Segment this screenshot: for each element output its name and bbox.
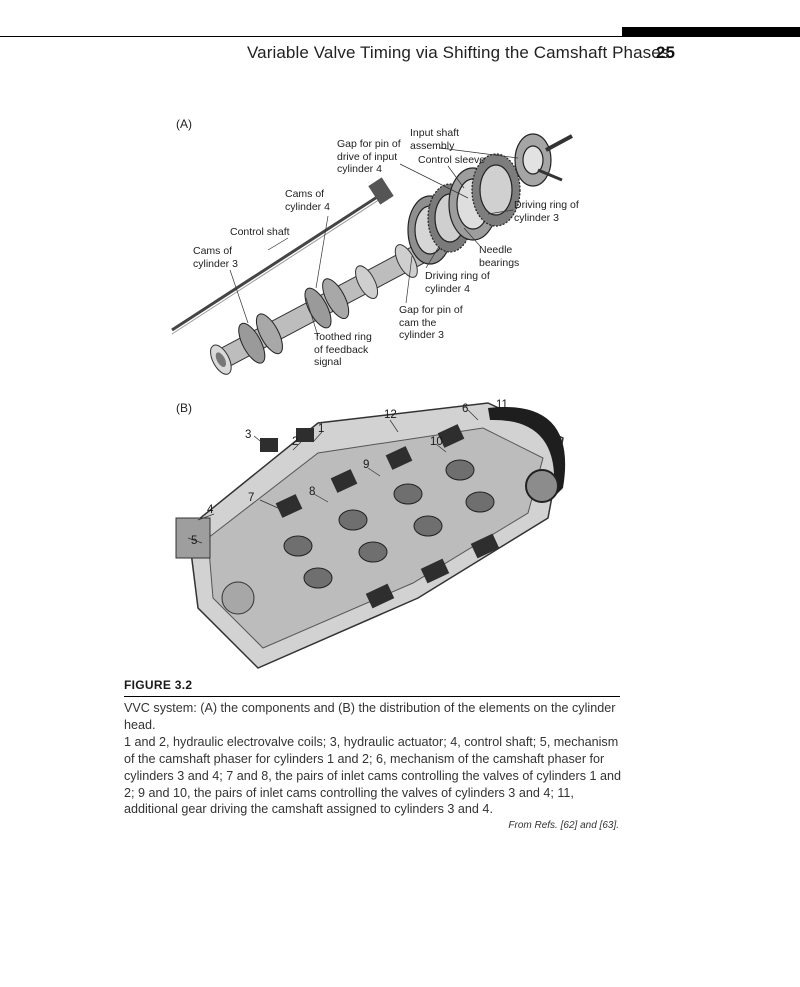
- camshaft-illustration: [171, 133, 573, 375]
- figure-b-cylinder-head: (B) 1 2 3 4 5 6 7 8 9 10 11 12: [168, 398, 588, 673]
- label-toothed-ring-feedback: Toothed ring of feedback signal: [314, 331, 372, 368]
- callout-5: 5: [191, 535, 198, 547]
- callout-8: 8: [309, 486, 316, 498]
- label-cams-cylinder-4: Cams of cylinder 4: [285, 188, 330, 213]
- figure-caption: VVC system: (A) the components and (B) t…: [124, 700, 624, 818]
- callout-9: 9: [363, 459, 370, 471]
- label-gap-pin-cylinder-4: Gap for pin of drive of input cylinder 4: [337, 138, 401, 175]
- callout-12: 12: [384, 409, 397, 421]
- figure-source: From Refs. [62] and [63].: [508, 820, 619, 831]
- header-thumb-block: [622, 27, 800, 37]
- label-control-sleeve: Control sleeve: [418, 154, 486, 166]
- panel-label-b: (B): [176, 401, 192, 415]
- label-needle-bearings: Needle bearings: [479, 244, 520, 269]
- cylinder-head-illustration: [175, 402, 566, 669]
- label-driving-ring-cylinder-3: Driving ring of cylinder 3: [514, 199, 579, 224]
- callout-4: 4: [207, 504, 214, 516]
- label-input-shaft-assembly: Input shaft assembly: [410, 127, 460, 152]
- label-control-shaft: Control shaft: [230, 226, 290, 238]
- caption-legend: 1 and 2, hydraulic electrovalve coils; 3…: [124, 734, 622, 817]
- figure-number: FIGURE 3.2: [124, 678, 193, 692]
- page-number: 25: [656, 43, 675, 62]
- callout-7: 7: [248, 492, 255, 504]
- caption-title: VVC system: (A) the components and (B) t…: [124, 701, 616, 732]
- running-head: Variable Valve Timing via Shifting the C…: [247, 43, 670, 62]
- caption-rule: [124, 696, 620, 697]
- label-cams-cylinder-3: Cams of cylinder 3: [193, 245, 238, 270]
- callout-6: 6: [462, 403, 469, 415]
- header-rule: [0, 36, 622, 37]
- callout-11: 11: [496, 399, 508, 411]
- callout-2: 2: [292, 436, 299, 448]
- label-gap-pin-cam-cylinder-3: Gap for pin of cam the cylinder 3: [399, 304, 463, 341]
- panel-label-a: (A): [176, 117, 192, 131]
- callout-1: 1: [318, 423, 325, 435]
- callout-10: 10: [430, 436, 443, 448]
- label-driving-ring-cylinder-4: Driving ring of cylinder 4: [425, 270, 490, 295]
- callout-3: 3: [245, 429, 252, 441]
- figure-a-camshaft-assembly: (A) Gap for pin of drive of input cylind…: [168, 118, 588, 383]
